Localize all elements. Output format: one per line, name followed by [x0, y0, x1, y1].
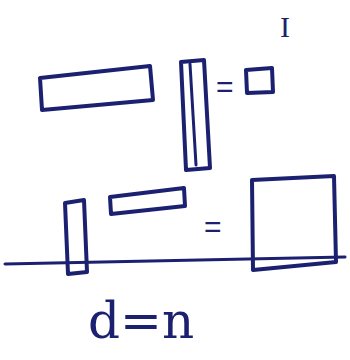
- small-square: [246, 68, 273, 93]
- inner-stroke: [190, 64, 196, 165]
- vertical-rectangle: [181, 60, 210, 170]
- horizontal-rectangle: [110, 188, 185, 214]
- large-square: [252, 176, 336, 270]
- ground-line: [5, 257, 345, 264]
- equals-sign: =: [216, 72, 234, 102]
- horizontal-rectangle: [40, 66, 153, 110]
- equation-label: d=n: [88, 296, 194, 346]
- superscript-label: I: [280, 12, 290, 42]
- equals-sign: =: [204, 212, 222, 242]
